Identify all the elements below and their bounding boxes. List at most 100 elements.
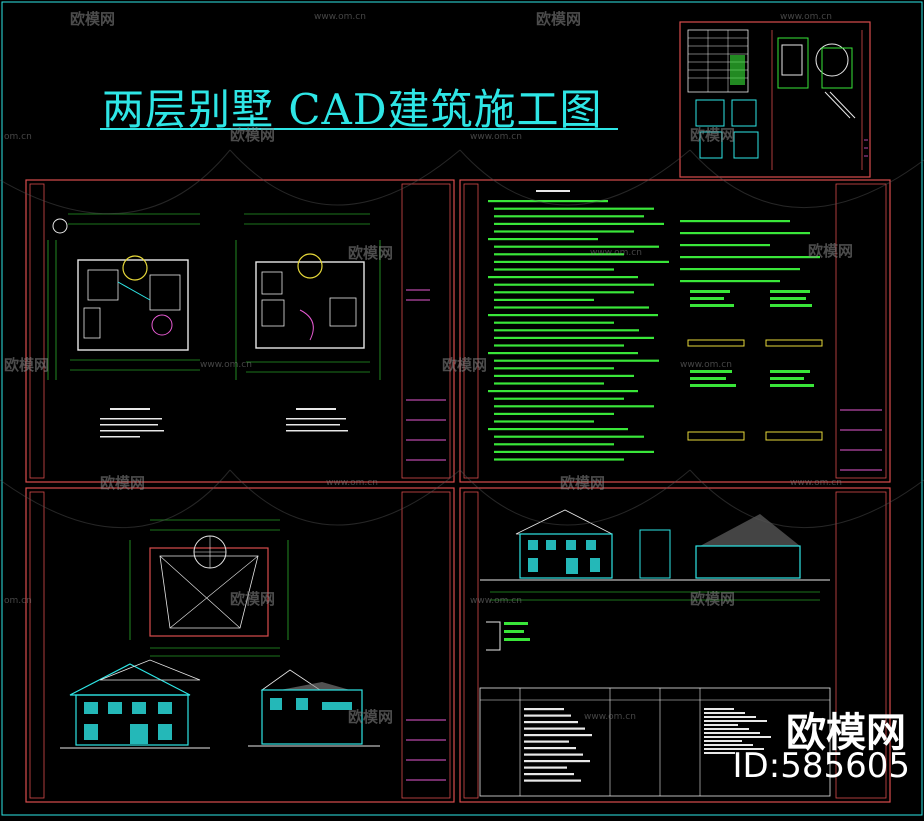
note-line: [680, 268, 800, 271]
note-line: [488, 352, 638, 355]
note-line: [494, 420, 594, 423]
table-text-line: [704, 716, 756, 718]
note-line: [494, 215, 644, 218]
watermark-url: www.om.cn: [470, 132, 522, 142]
table-text-line: [704, 720, 767, 722]
note-line: [494, 230, 634, 233]
watermark: 欧模网: [70, 10, 116, 28]
note-line: [494, 291, 634, 294]
note-line: [494, 458, 624, 461]
watermark: 欧模网: [100, 474, 146, 492]
watermark: 欧模网: [442, 356, 488, 374]
table-text-line: [524, 779, 581, 782]
note-line: [494, 382, 604, 385]
note-line: [494, 268, 614, 271]
watermark: 欧模网: [348, 244, 394, 262]
note-line: [680, 256, 820, 259]
sheet-roof-elevations: [25, 487, 455, 803]
note-line: [494, 374, 634, 377]
brand-logo: 欧模网: [786, 710, 906, 756]
watermark: 欧模网: [690, 126, 736, 144]
note-line: [680, 220, 790, 223]
watermark: 欧模网: [690, 590, 736, 608]
table-text-line: [524, 727, 585, 730]
watermark-url: www.om.cn: [584, 712, 636, 722]
note-line: [494, 435, 644, 438]
note-line: [488, 428, 628, 431]
note-line: [494, 367, 614, 370]
watermark: 欧模网: [348, 708, 394, 726]
note-line: [494, 397, 624, 400]
watermark-url: www.om.cn: [200, 360, 252, 370]
table-text-line: [704, 732, 760, 734]
note-line: [488, 276, 638, 279]
watermark-url: www.om.cn: [590, 248, 642, 258]
table-text-line: [524, 708, 564, 711]
table-text-line: [524, 714, 571, 717]
note-line: [494, 321, 614, 324]
watermark-url: www.om.cn: [780, 12, 832, 22]
watermark: 欧模网: [536, 10, 582, 28]
note-line: [488, 390, 638, 393]
note-line: [494, 405, 654, 408]
watermark-url: www.om.cn: [680, 360, 732, 370]
note-line: [494, 443, 614, 446]
note-line: [680, 280, 780, 283]
table-text-line: [704, 744, 753, 746]
watermark-url: www.om.cn: [326, 478, 378, 488]
note-line: [494, 329, 639, 332]
table-text-line: [524, 740, 569, 743]
watermark-arcs: [0, 149, 924, 529]
table-text-line: [524, 766, 567, 769]
sheet-floor-plans: [25, 179, 455, 483]
watermark-url: www.om.cn: [790, 478, 842, 488]
note-line: [494, 260, 669, 263]
note-line: [494, 306, 649, 309]
note-line: [488, 314, 658, 317]
note-line: [494, 298, 594, 301]
title-underline: [100, 128, 618, 130]
note-line: [494, 344, 624, 347]
drawing-title: 两层别墅 CAD建筑施工图: [102, 85, 603, 134]
sheet-elevations-legend: [459, 487, 891, 803]
table-text-line: [524, 760, 590, 763]
watermark: 欧模网: [230, 126, 276, 144]
watermark: 欧模网: [4, 356, 50, 374]
table-text-line: [704, 740, 742, 742]
table-text-line: [704, 708, 734, 710]
note-line: [494, 283, 654, 286]
table-text-line: [704, 712, 745, 714]
note-line: [680, 232, 810, 235]
note-line: [680, 244, 770, 247]
note-line: [494, 336, 654, 339]
watermark-url: om.cn: [4, 596, 32, 606]
note-line: [488, 200, 608, 203]
watermark-url: www.om.cn: [470, 596, 522, 606]
table-text-line: [704, 752, 735, 754]
watermark: 欧模网: [560, 474, 606, 492]
watermark-url: om.cn: [4, 132, 32, 142]
note-line: [494, 207, 654, 210]
sheet-design-notes: [459, 179, 891, 483]
table-text-line: [524, 773, 574, 776]
note-line: [494, 253, 624, 256]
table-text-line: [524, 753, 583, 756]
note-line: [488, 238, 598, 241]
note-line: [494, 245, 659, 248]
table-text-line: [704, 748, 764, 750]
table-text-line: [704, 724, 738, 726]
watermark-url: www.om.cn: [314, 12, 366, 22]
table-text-line: [524, 721, 578, 724]
note-line: [494, 359, 659, 362]
note-line: [494, 450, 654, 453]
table-text-line: [524, 747, 576, 750]
table-text-line: [704, 728, 749, 730]
note-line: [494, 412, 614, 415]
brand-id: ID:585605: [732, 746, 910, 786]
watermark: 欧模网: [230, 590, 276, 608]
table-text-line: [704, 736, 771, 738]
table-text-line: [524, 734, 592, 737]
